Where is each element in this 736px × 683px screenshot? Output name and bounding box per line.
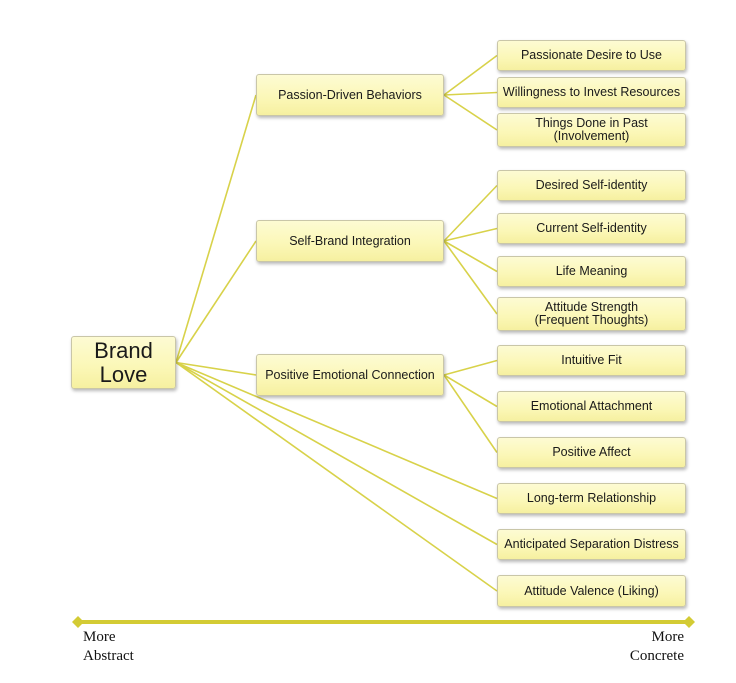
connector-root-to-long-term-relationship xyxy=(175,361,498,500)
axis-label-concrete: More Concrete xyxy=(629,629,684,664)
axis-right-diamond-icon xyxy=(683,616,695,628)
node-positive-affect: Positive Affect xyxy=(497,437,686,468)
connector-positive-emotional-connection-to-emotional-attachment xyxy=(443,374,498,408)
node-attitude-strength-label: Attitude Strength (Frequent Thoughts) xyxy=(534,300,649,327)
node-intuitive-fit-label: Intuitive Fit xyxy=(561,353,622,367)
node-emotional-attachment-label: Emotional Attachment xyxy=(530,399,653,413)
connector-root-to-self-brand-integration xyxy=(175,240,257,363)
node-willingness-to-invest-resources-label: Willingness to Invest Resources xyxy=(502,85,681,99)
axis-label-abstract: More Abstract xyxy=(83,629,134,664)
connector-self-brand-integration-to-current-self-identity xyxy=(443,227,498,242)
node-passionate-desire-to-use: Passionate Desire to Use xyxy=(497,40,686,71)
node-attitude-valence: Attitude Valence (Liking) xyxy=(497,575,686,607)
node-passionate-desire-to-use-label: Passionate Desire to Use xyxy=(520,48,663,62)
connector-root-to-positive-emotional-connection xyxy=(175,361,257,376)
node-desired-self-identity-label: Desired Self-identity xyxy=(535,178,648,192)
node-willingness-to-invest-resources: Willingness to Invest Resources xyxy=(497,77,686,108)
connector-positive-emotional-connection-to-positive-affect xyxy=(443,374,498,453)
connector-self-brand-integration-to-attitude-strength xyxy=(443,240,498,315)
node-positive-emotional-connection-label: Positive Emotional Connection xyxy=(265,367,435,382)
node-long-term-relationship: Long-term Relationship xyxy=(497,483,686,514)
connector-root-to-attitude-valence xyxy=(175,361,498,592)
node-passion-driven-behaviors-label: Passion-Driven Behaviors xyxy=(278,87,422,102)
node-things-done-in-past-label: Things Done in Past (Involvement) xyxy=(535,116,648,143)
connector-root-to-anticipated-separation-distress xyxy=(175,361,498,546)
connector-root-to-passion-driven-behaviors xyxy=(175,94,257,363)
node-things-done-in-past: Things Done in Past (Involvement) xyxy=(497,113,686,147)
connector-passion-driven-behaviors-to-passionate-desire-to-use xyxy=(443,54,498,96)
connector-passion-driven-behaviors-to-things-done-in-past xyxy=(443,94,498,131)
node-self-brand-integration: Self-Brand Integration xyxy=(256,220,444,262)
node-anticipated-separation-distress: Anticipated Separation Distress xyxy=(497,529,686,560)
node-current-self-identity: Current Self-identity xyxy=(497,213,686,244)
node-positive-emotional-connection: Positive Emotional Connection xyxy=(256,354,444,396)
axis-left-diamond-icon xyxy=(72,616,84,628)
node-intuitive-fit: Intuitive Fit xyxy=(497,345,686,376)
node-anticipated-separation-distress-label: Anticipated Separation Distress xyxy=(504,537,679,551)
connector-positive-emotional-connection-to-intuitive-fit xyxy=(443,359,498,376)
node-long-term-relationship-label: Long-term Relationship xyxy=(526,491,657,505)
node-passion-driven-behaviors: Passion-Driven Behaviors xyxy=(256,74,444,116)
node-attitude-valence-label: Attitude Valence (Liking) xyxy=(524,583,659,598)
node-brand-love: Brand Love xyxy=(71,336,176,389)
node-life-meaning: Life Meaning xyxy=(497,256,686,287)
node-attitude-strength: Attitude Strength (Frequent Thoughts) xyxy=(497,297,686,331)
node-brand-love-label: Brand Love xyxy=(94,337,153,387)
node-current-self-identity-label: Current Self-identity xyxy=(536,221,647,235)
connector-passion-driven-behaviors-to-willingness-to-invest-resources xyxy=(443,91,498,96)
connector-self-brand-integration-to-life-meaning xyxy=(443,240,498,273)
node-emotional-attachment: Emotional Attachment xyxy=(497,391,686,422)
node-positive-affect-label: Positive Affect xyxy=(552,445,631,459)
node-self-brand-integration-label: Self-Brand Integration xyxy=(289,233,411,248)
node-desired-self-identity: Desired Self-identity xyxy=(497,170,686,201)
connector-self-brand-integration-to-desired-self-identity xyxy=(443,184,498,242)
node-life-meaning-label: Life Meaning xyxy=(555,264,628,278)
